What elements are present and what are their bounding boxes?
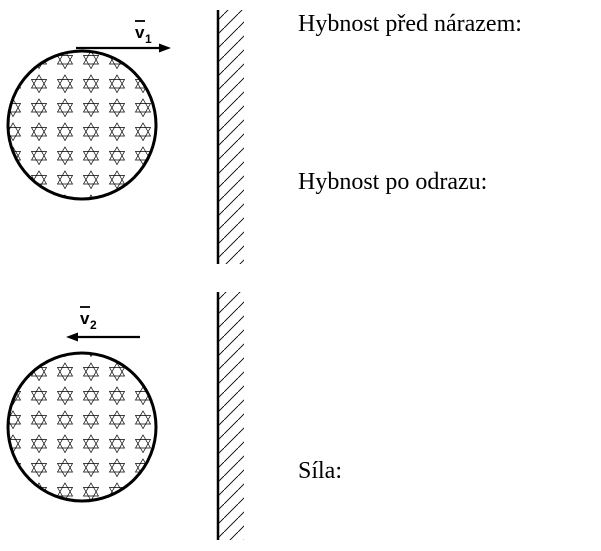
velocity-vector-2: v 2 bbox=[66, 306, 140, 342]
ball-icon bbox=[8, 51, 156, 199]
wall-icon bbox=[219, 292, 244, 540]
ball-icon bbox=[8, 353, 156, 501]
wall-2 bbox=[216, 292, 244, 540]
vector-2-symbol: v bbox=[80, 309, 90, 328]
vector-1-subscript: 1 bbox=[145, 32, 152, 46]
momentum-before-label: Hybnost před nárazem: bbox=[298, 11, 522, 37]
momentum-after-label: Hybnost po odrazu: bbox=[298, 169, 488, 195]
force-label: Síla: bbox=[298, 458, 343, 484]
ball-1 bbox=[6, 49, 158, 201]
velocity-vector-1: v 1 bbox=[76, 20, 171, 53]
wall-1 bbox=[216, 10, 244, 264]
ball-2 bbox=[6, 351, 158, 503]
vector-1-symbol: v bbox=[135, 23, 145, 42]
vector-2-subscript: 2 bbox=[90, 318, 97, 332]
wall-icon bbox=[219, 10, 244, 264]
